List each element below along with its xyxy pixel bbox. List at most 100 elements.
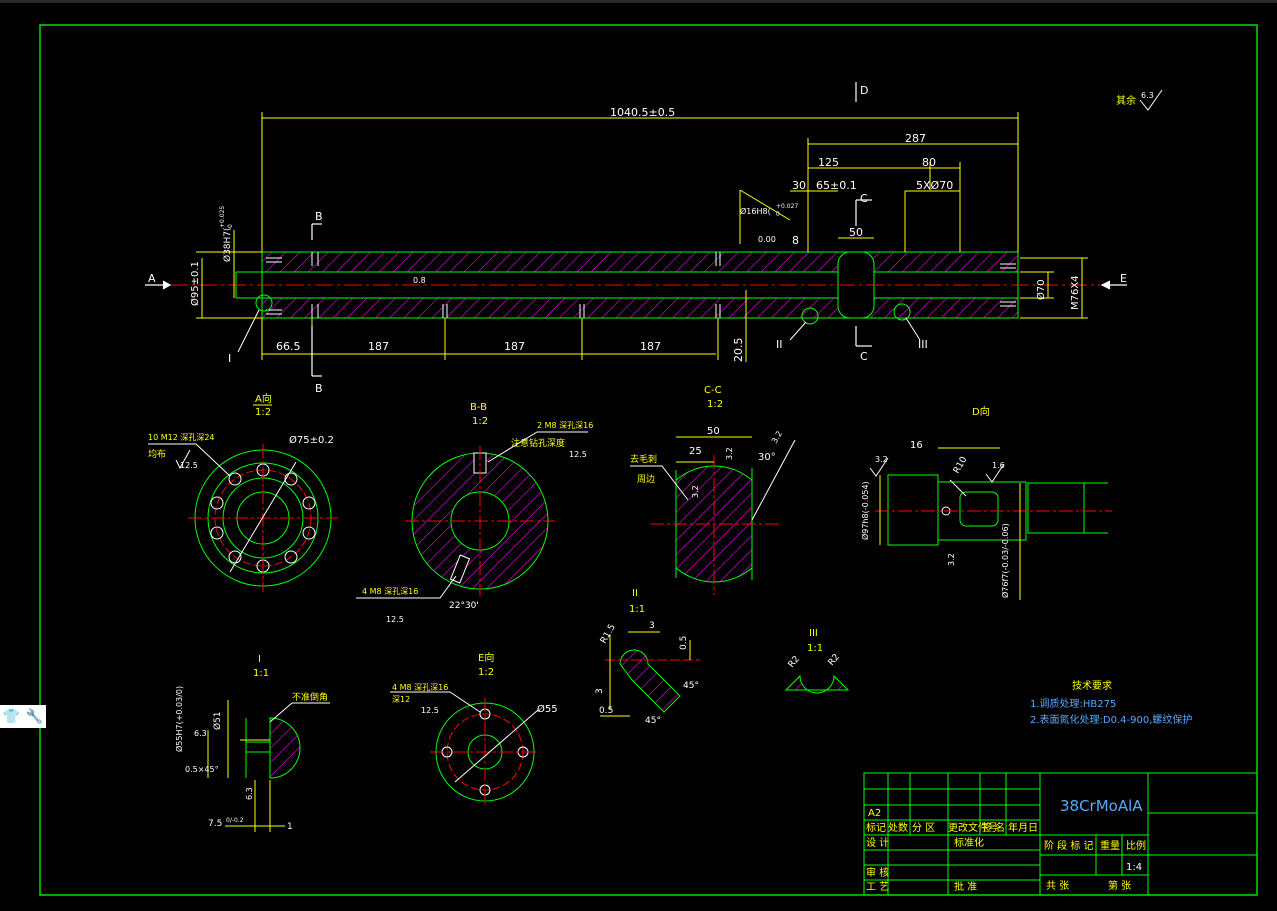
dim-66-5: 66.5	[276, 340, 301, 353]
svg-text:工 艺: 工 艺	[866, 881, 889, 893]
drawing-frame	[39, 24, 1258, 896]
svg-text:周边: 周边	[637, 474, 655, 485]
shaft-lower-wall	[261, 297, 1019, 319]
view-d: D向 16 R10 3.2 1.6 3.2 Ø97h8(-0.054) Ø76f…	[860, 405, 1112, 600]
dim-287: 287	[905, 132, 926, 145]
section-markers	[145, 82, 1127, 377]
svg-text:R2: R2	[787, 654, 802, 670]
svg-text:1.6: 1.6	[992, 461, 1005, 470]
svg-text:12.5: 12.5	[386, 615, 404, 624]
detail-label-III: III	[918, 338, 928, 351]
svg-text:R1.5: R1.5	[599, 623, 618, 646]
dim-20-5: 20.5	[732, 338, 745, 363]
svg-text:50: 50	[707, 426, 720, 437]
svg-text:比例: 比例	[1126, 839, 1146, 852]
view-label-e: E	[1120, 272, 1127, 285]
roughness-rest: 其余 6.3	[1116, 89, 1163, 111]
svg-text:0.5×45°: 0.5×45°	[185, 765, 219, 774]
svg-text:不准倒角: 不准倒角	[292, 691, 328, 703]
detail-label-I: I	[228, 352, 231, 365]
view-label-d: D	[860, 84, 868, 97]
svg-text:3.2: 3.2	[947, 553, 956, 566]
view-label-c-bottom: C	[860, 350, 868, 363]
shirt-icon[interactable]: 👕	[2, 708, 21, 725]
svg-text:0.5: 0.5	[679, 636, 689, 650]
svg-text:4 M8 深孔深16: 4 M8 深孔深16	[392, 683, 448, 692]
dim-125: 125	[818, 156, 839, 169]
technical-requirements: 技术要求 1.调质处理:HB275 2.表面氮化处理:D0.4-900,螺纹保护	[1030, 679, 1192, 726]
center-0-8: 0.8	[413, 276, 426, 285]
side-toolbar[interactable]: 👕 🔧	[0, 705, 46, 728]
svg-text:1:2: 1:2	[255, 407, 271, 418]
svg-text:0.5: 0.5	[599, 706, 613, 716]
svg-text:深12: 深12	[392, 695, 410, 704]
dim-187b: 187	[504, 340, 525, 353]
dim-d95: Ø95±0.1	[189, 261, 201, 306]
svg-text:6.3: 6.3	[1141, 91, 1154, 100]
svg-text:6.3: 6.3	[245, 787, 254, 800]
dim-30: 30	[792, 179, 806, 192]
svg-text:分 区: 分 区	[912, 822, 935, 834]
view-label-a: A	[148, 272, 156, 285]
svg-text:4 M8 深孔深16: 4 M8 深孔深16	[362, 587, 418, 596]
dim-187c: 187	[640, 340, 661, 353]
datum-flat: 0.00	[758, 235, 776, 244]
svg-text:E向: E向	[478, 651, 494, 664]
svg-text:设 计: 设 计	[866, 836, 889, 849]
svg-text:1.调质处理:HB275: 1.调质处理:HB275	[1030, 698, 1116, 710]
wrench-icon[interactable]: 🔧	[25, 708, 44, 725]
window-edge	[0, 0, 1277, 3]
svg-text:Ø97h8(-0.054): Ø97h8(-0.054)	[860, 481, 870, 540]
svg-text:1:1: 1:1	[807, 643, 823, 654]
view-bb: B-B 1:2 2 M8 深孔深16 注意钻孔深度 12.5 4 M8 深孔深1…	[356, 402, 593, 624]
dim-m76: M76X4	[1070, 275, 1081, 310]
dim-d38: Ø38H7(	[222, 227, 233, 262]
svg-text:2 M8 深孔深16: 2 M8 深孔深16	[537, 421, 593, 430]
detail-II: II 1:1 R1.5 3 0.5 3 0.5 45° 45°	[595, 588, 700, 726]
svg-text:标准化: 标准化	[954, 836, 984, 849]
svg-text:3.2: 3.2	[691, 485, 700, 498]
svg-text:0/-0.2: 0/-0.2	[226, 817, 244, 824]
dim-overall-length: 1040.5±0.5	[610, 106, 675, 119]
shaft-upper-wall	[261, 251, 1019, 273]
detail-I: I 1:1 Ø55H7(+0.03/0) Ø51 6.3 不准倒角 0.5×45…	[174, 654, 330, 832]
svg-text:1:2: 1:2	[707, 399, 723, 410]
svg-text:其余: 其余	[1116, 94, 1136, 107]
svg-text:B-B: B-B	[470, 402, 487, 413]
title-material: 38CrMoAlA	[1060, 797, 1143, 815]
svg-text:1:4: 1:4	[1126, 862, 1142, 873]
dim-bore-tol: Ø16H8(	[740, 206, 771, 216]
svg-text:签 名: 签 名	[982, 821, 1005, 834]
svg-text:C-C: C-C	[704, 385, 722, 396]
main-shaft-view	[170, 251, 1100, 353]
dim-d38-tol: +0.025	[219, 206, 226, 228]
dim-187a: 187	[368, 340, 389, 353]
svg-text:25: 25	[689, 446, 702, 457]
main-dimensions	[196, 112, 1088, 362]
svg-text:3.2: 3.2	[875, 455, 888, 464]
svg-text:均布: 均布	[148, 448, 166, 460]
title-block: 38CrMoAlA A2 标记 处数 分 区 更改文件号 签 名 年月日 设 计…	[863, 772, 1258, 896]
view-label-c-top: C	[860, 192, 868, 205]
svg-text:45°: 45°	[683, 681, 699, 691]
svg-text:R2: R2	[827, 652, 842, 668]
svg-text:3.2: 3.2	[770, 429, 784, 445]
svg-text:7.5: 7.5	[208, 819, 222, 829]
svg-text:I: I	[258, 654, 261, 665]
svg-text:A向: A向	[255, 392, 272, 405]
svg-text:阶 段 标 记: 阶 段 标 记	[1044, 839, 1094, 852]
svg-text:45°: 45°	[645, 716, 661, 726]
svg-text:Ø51: Ø51	[212, 711, 223, 730]
view-label-b-bottom: B	[315, 382, 323, 395]
svg-text:12.5: 12.5	[180, 461, 198, 470]
svg-text:重量: 重量	[1100, 839, 1120, 852]
svg-text:1:2: 1:2	[478, 667, 494, 678]
svg-text:D向: D向	[972, 405, 990, 418]
view-e: E向 1:2 Ø55 4 M8 深孔深16 深12 12.5	[390, 651, 558, 806]
svg-text:Ø75±0.2: Ø75±0.2	[289, 434, 334, 446]
svg-text:1: 1	[287, 822, 293, 832]
detail-label-II: II	[776, 338, 783, 351]
dim-bore-tol-up: +0.027	[776, 203, 798, 210]
svg-text:12.5: 12.5	[421, 706, 439, 715]
